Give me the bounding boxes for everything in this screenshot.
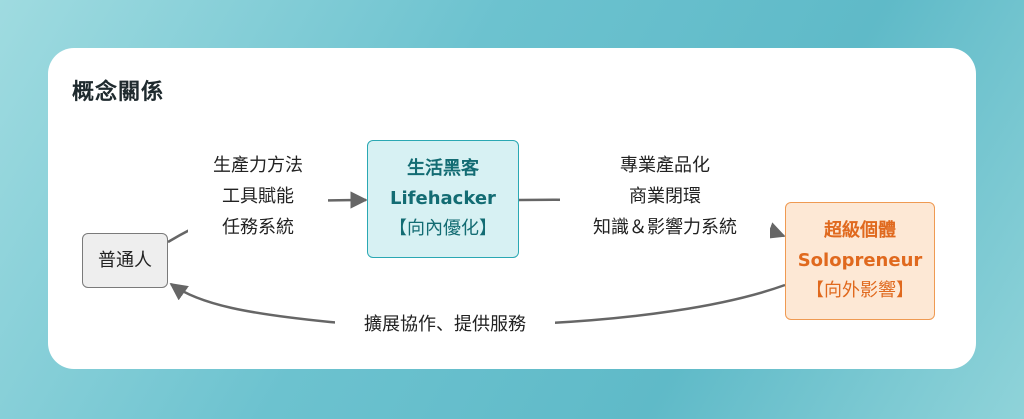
edge-label-line: 知識＆影響力系統 [560,212,770,243]
node-person-label: 普通人 [98,249,152,271]
edge-label-line: 專業產品化 [560,150,770,181]
diagram-title: 概念關係 [72,80,165,105]
edge-label-lifehacker-to-solopreneur: 專業產品化 商業閉環 知識＆影響力系統 [560,150,770,243]
edge-label-line: 商業閉環 [560,181,770,212]
node-lifehacker-title: 生活黑客 [407,158,479,179]
node-solopreneur: 超級個體 Solopreneur 【向外影響】 [785,202,935,320]
edge-label-line: 生產力方法 [188,150,328,181]
node-lifehacker: 生活黑客 Lifehacker 【向內優化】 [367,140,519,258]
node-solopreneur-tag: 【向外影響】 [806,280,914,301]
edge-label-line: 工具賦能 [188,181,328,212]
edge-label-line: 任務系統 [188,212,328,243]
node-person: 普通人 [82,233,168,288]
edge-label-person-to-lifehacker: 生產力方法 工具賦能 任務系統 [188,150,328,243]
node-lifehacker-subtitle: Lifehacker [390,188,496,209]
node-lifehacker-tag: 【向內優化】 [389,218,497,239]
edge-label-solopreneur-to-person: 擴展協作、提供服務 [335,309,555,340]
edge-label-line: 擴展協作、提供服務 [335,309,555,340]
node-solopreneur-subtitle: Solopreneur [797,250,923,271]
node-solopreneur-title: 超級個體 [824,220,896,241]
